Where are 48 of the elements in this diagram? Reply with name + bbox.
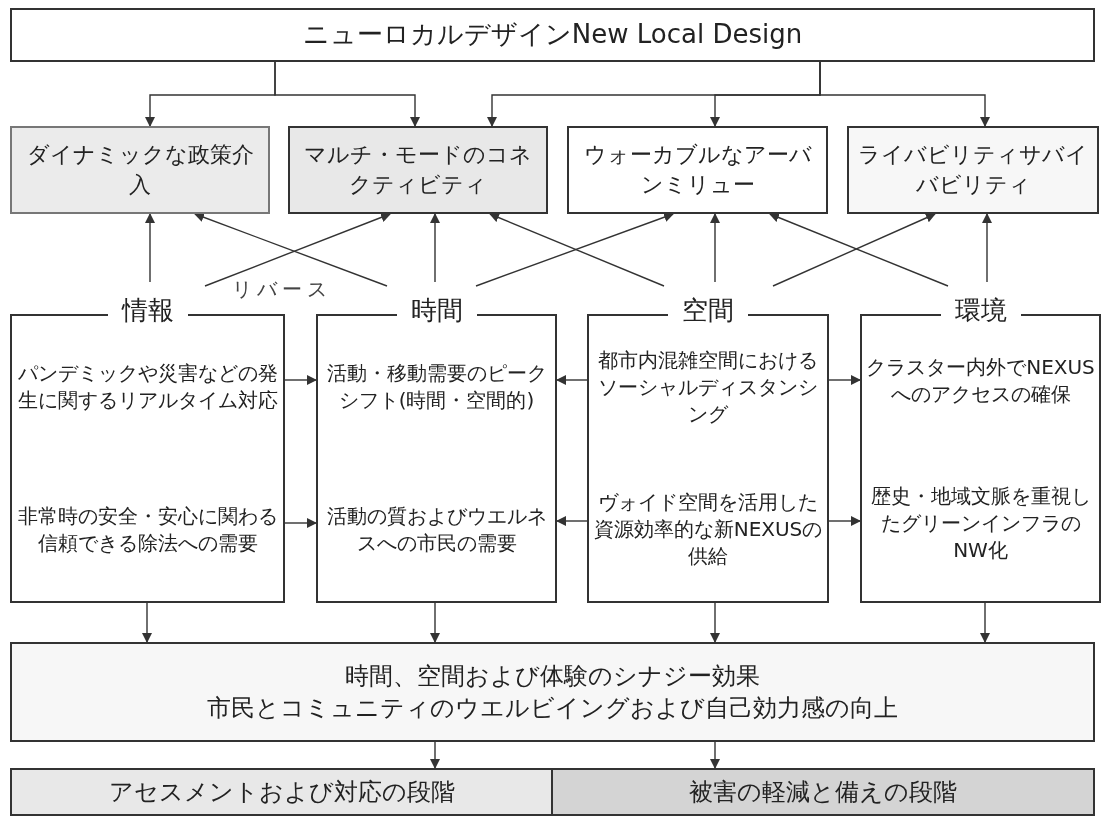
description-text: 都市内混雑空間におけるソーシャルディスタンシング (597, 346, 819, 428)
category-heading: 時間 (396, 294, 477, 326)
phase-box (551, 768, 1095, 816)
category-heading: 環境 (940, 294, 1021, 326)
description-text: 活動・移動需要のピークシフト(時間・空間的) (325, 360, 548, 415)
phase-box (10, 768, 553, 816)
category-heading: 空間 (668, 294, 748, 326)
arrow (556, 375, 588, 385)
goal-box (847, 126, 1099, 214)
description-text: クラスター内外でNEXUSへのアクセスの確保 (865, 353, 1096, 408)
box-text: マルチ・モードのコネクティビティ (303, 141, 533, 199)
arrow (710, 213, 720, 283)
arrow (980, 602, 990, 643)
arrow (430, 602, 440, 643)
description-text: 非常時の安全・安心に関わる信頼できる除法への需要 (16, 502, 279, 557)
arrow (274, 61, 420, 127)
arrow (828, 375, 861, 385)
description-text: パンデミックや災害などの発生に関するリアルタイム対応 (16, 360, 279, 415)
arrow (284, 518, 317, 528)
box-text: 被害の軽減と備えの段階 (689, 776, 957, 808)
box-text: アセスメントおよび対応の段階 (108, 776, 455, 808)
outcome-box (10, 642, 1095, 742)
title-box (10, 8, 1095, 62)
note-label: リバース (232, 276, 332, 303)
goal-box (288, 126, 548, 214)
arrow (710, 602, 720, 643)
category-heading: 情報 (107, 294, 188, 326)
box-text: ダイナミックな政策介入 (25, 141, 255, 199)
arrow (819, 61, 990, 127)
description-text: 活動の質およびウエルネスへの市民の需要 (325, 502, 548, 557)
box-text: ウォーカブルなアーバンミリュー (582, 141, 813, 199)
goal-box (567, 126, 828, 214)
goal-box (10, 126, 270, 214)
arrow (430, 213, 440, 283)
box-text: ニューロカルデザインNew Local Design (302, 18, 803, 52)
arrow (284, 375, 317, 385)
arrow (710, 741, 720, 769)
description-text: 歴史・地域文脈を重視したグリーンインフラのNW化 (869, 482, 1092, 564)
arrow (145, 213, 155, 283)
description-text: ヴォイド空間を活用した資源効率的な新NEXUSの供給 (592, 489, 824, 571)
arrow (982, 213, 992, 283)
box-text: ライバビリティサバイバビリティ (857, 141, 1089, 199)
box-text: 市民とコミュニティのウエルビイングおよび自己効力感の向上 (207, 693, 898, 724)
arrow (142, 602, 152, 643)
arrow (556, 516, 588, 526)
arrow (828, 516, 861, 526)
box-text: 時間、空間および体験のシナジー効果 (345, 660, 760, 692)
arrow (430, 741, 440, 769)
